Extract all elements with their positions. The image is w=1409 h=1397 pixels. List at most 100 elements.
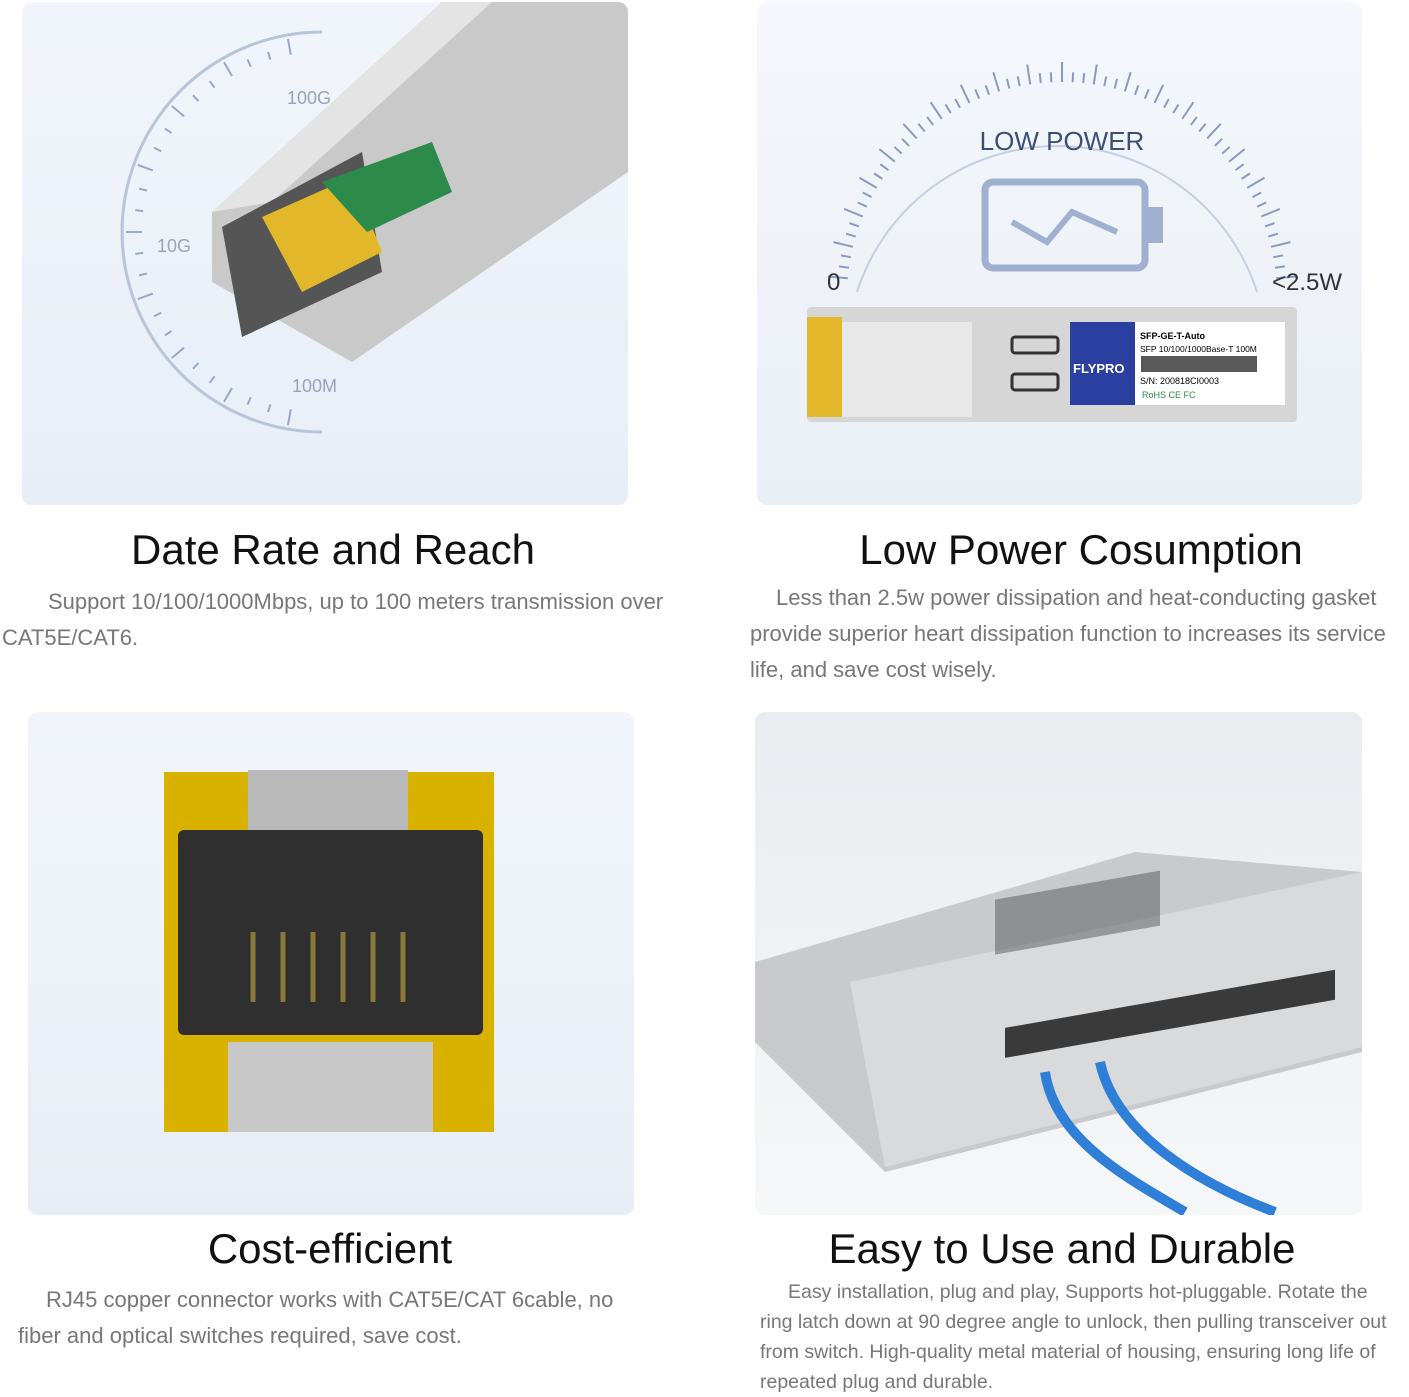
gauge-tick — [154, 313, 161, 317]
gauge-tick — [1125, 72, 1131, 91]
feature-title: Date Rate and Reach — [20, 526, 646, 574]
gauge-tick — [1261, 209, 1280, 216]
gauge-tick — [135, 210, 143, 211]
rj45-connector-image — [28, 712, 634, 1215]
label-model: SFP-GE-T-Auto — [1140, 331, 1205, 341]
gauge-tick — [860, 178, 877, 188]
label-spec: SFP 10/100/1000Base-T 100M — [1140, 344, 1257, 354]
gauge-label-100m: 100M — [292, 376, 337, 396]
feature-description: RJ45 copper connector works with CAT5E/C… — [18, 1282, 658, 1354]
gauge-tick — [288, 409, 291, 425]
gauge-tick — [139, 189, 147, 191]
gauge-tick — [931, 102, 942, 119]
gauge-tick — [1236, 164, 1244, 170]
label-serial: S/N: 200818CI0003 — [1140, 376, 1219, 386]
gauge-tick — [858, 203, 867, 207]
gauge-tick — [1268, 234, 1278, 237]
gauge-tick — [903, 124, 917, 139]
gauge-tick — [1257, 203, 1266, 207]
gauge-tick — [135, 253, 143, 254]
feature-title: Cost-efficient — [20, 1225, 640, 1273]
battery-icon — [985, 182, 1163, 268]
gauge-tick — [224, 388, 232, 402]
gauge-tick — [961, 85, 970, 103]
gauge-tick — [1242, 173, 1250, 178]
gauge-label-100g: 100G — [287, 88, 331, 108]
low-power-image: LOW POWER 0 <2.5W FLYPRO SFP-GE-T-Auto S… — [757, 2, 1362, 505]
gauge-tick — [1145, 89, 1149, 98]
gauge-tick — [1247, 178, 1264, 188]
gauge-tick — [1173, 104, 1178, 113]
label-brand: FLYPRO — [1073, 361, 1125, 376]
gauge-tick — [1115, 79, 1117, 89]
gauge-tick — [1007, 79, 1009, 89]
gauge-tick — [210, 376, 215, 382]
gauge-max: <2.5W — [1272, 269, 1342, 296]
gauge-tick — [1018, 76, 1020, 86]
feature-description: Support 10/100/1000Mbps, up to 100 meter… — [2, 584, 672, 656]
gauge-tick — [268, 52, 270, 60]
gauge-tick — [863, 193, 872, 198]
gauge-tick — [849, 223, 858, 226]
gauge-tick — [193, 363, 198, 369]
gauge-tick — [1252, 193, 1261, 198]
feature-title: Easy to Use and Durable — [755, 1225, 1369, 1273]
gauge-tick — [955, 99, 960, 108]
gauge-tick — [1265, 223, 1274, 226]
gauge-tick — [902, 139, 909, 146]
gauge-tick — [165, 129, 172, 133]
gauge-tick — [846, 234, 856, 237]
feature-title: Low Power Cosumption — [760, 526, 1402, 574]
gauge-tick — [1222, 147, 1229, 154]
gauge-tick — [993, 72, 999, 91]
gauge-tick — [1229, 149, 1245, 162]
gauge-tick — [1027, 65, 1030, 85]
gauge-tick — [224, 62, 232, 76]
gauge-tick — [172, 348, 184, 358]
gauge-tick — [1164, 99, 1169, 108]
label-cert: RoHS CE FC — [1142, 390, 1196, 400]
gauge-tick — [1207, 124, 1221, 139]
gauge-tick — [172, 106, 184, 116]
gauge-tick — [210, 81, 215, 87]
gauge-tick — [1083, 73, 1084, 83]
switch-installation-image — [755, 712, 1362, 1215]
gauge-tick — [894, 147, 901, 154]
gauge-tick — [1199, 124, 1205, 132]
gauge-title: LOW POWER — [980, 126, 1145, 156]
gauge-tick — [248, 59, 251, 66]
gauge-tick — [844, 209, 863, 216]
gauge-tick — [1094, 65, 1097, 85]
gauge-tick — [248, 397, 251, 404]
gauge-tick — [1271, 242, 1290, 247]
gauge-tick — [154, 148, 161, 152]
gauge-tick — [874, 173, 882, 178]
gauge-tick — [946, 104, 951, 113]
feature-description: Easy installation, plug and play, Suppor… — [760, 1277, 1390, 1397]
gauge-tick — [1135, 85, 1138, 94]
gauge-tick — [268, 404, 270, 412]
data-rate-image: 100G 10G 100M — [22, 2, 628, 505]
gauge-tick — [1191, 117, 1197, 125]
gauge-tick — [927, 117, 933, 125]
gauge-tick — [986, 85, 989, 94]
gauge-tick — [880, 164, 888, 170]
gauge-tick — [138, 165, 153, 170]
gauge-tick — [1155, 85, 1164, 103]
gauge-tick — [879, 149, 895, 162]
gauge-tick — [975, 89, 979, 98]
gauge-tick — [193, 95, 198, 101]
gauge-tick — [139, 274, 147, 276]
gauge-tick — [1215, 139, 1222, 146]
gauge-tick — [138, 294, 153, 299]
gauge-tick — [288, 39, 291, 55]
gauge-tick — [1104, 76, 1106, 86]
gauge-label-10g: 10G — [157, 236, 191, 256]
gauge-min: 0 — [827, 269, 840, 296]
gauge-tick — [839, 266, 849, 267]
gauge-tick — [1182, 102, 1193, 119]
gauge-tick — [918, 124, 924, 132]
gauge-tick — [1273, 255, 1283, 257]
gauge-tick — [841, 255, 851, 257]
gauge-tick — [1040, 73, 1041, 83]
